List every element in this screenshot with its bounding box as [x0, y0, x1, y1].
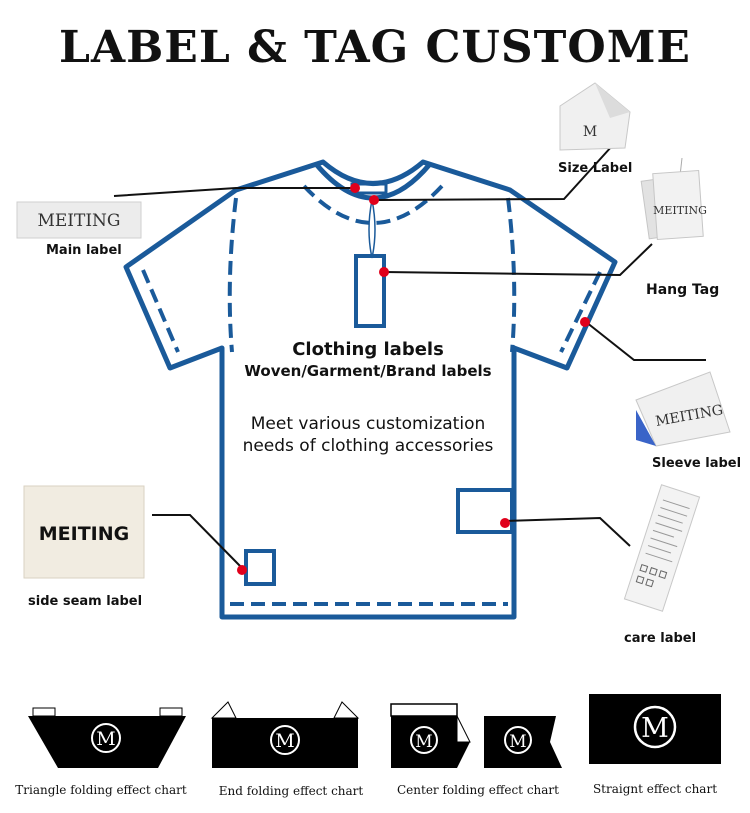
- hang-tag-caption: Hang Tag: [646, 282, 720, 298]
- leader-side-seam: [152, 514, 243, 569]
- size-label-caption: Size Label: [558, 161, 633, 176]
- right-sleeve-stitch: [559, 271, 602, 353]
- hang-tag-brand: MEITING: [653, 204, 707, 217]
- collar-stitch: [302, 184, 444, 225]
- end-fold-logo: M: [275, 730, 294, 752]
- side-seam-brand: MEITING: [39, 523, 129, 545]
- page-title: LABEL & TAG CUSTOME: [59, 22, 691, 73]
- side-seam-sample: MEITING: [23, 485, 145, 579]
- center-desc-line2: needs of clothing accessories: [242, 436, 494, 456]
- center-fold-logo1: M: [415, 732, 432, 752]
- size-label-letter: M: [583, 124, 597, 140]
- care-label-caption: care label: [624, 631, 697, 646]
- right-armhole-stitch: [506, 197, 517, 353]
- end-fold-chart: M: [210, 701, 360, 768]
- end-fold-caption: End folding effect chart: [218, 784, 364, 798]
- side-seam-caption: side seam label: [28, 594, 143, 609]
- center-heading: Clothing labels: [292, 339, 444, 360]
- triangle-fold-logo-circle: [91, 723, 121, 753]
- main-label-brand: MEITING: [37, 211, 120, 231]
- size-label-sample: M: [559, 82, 631, 151]
- end-fold-logo-circle: [270, 725, 300, 755]
- straight-logo-circle: [633, 705, 677, 749]
- center-fold-logo2-circle: [504, 726, 532, 754]
- sleeve-label-sample: MEITING: [635, 371, 731, 447]
- main-label-sample: MEITING: [16, 201, 142, 239]
- marker-main-label: [350, 183, 360, 193]
- left-armhole-stitch: [227, 197, 238, 353]
- leader-sleeve-label: [585, 321, 706, 361]
- triangle-fold-logo: M: [96, 728, 115, 750]
- straight-logo: M: [641, 713, 669, 744]
- leader-main-label: [113, 187, 354, 197]
- care-label-rect: [456, 488, 514, 534]
- center-fold-caption: Center folding effect chart: [397, 783, 559, 797]
- straight-caption: Straignt effect chart: [592, 782, 718, 796]
- center-desc-line1: Meet various customization: [250, 414, 486, 434]
- leader-size-label: [373, 145, 613, 201]
- care-label-sample: [623, 484, 701, 612]
- leader-hang-tag: [383, 243, 653, 277]
- marker-size-label: [369, 195, 379, 205]
- hang-tag-rect: [354, 254, 386, 328]
- main-label-caption: Main label: [46, 243, 122, 258]
- left-sleeve-stitch: [141, 269, 180, 353]
- marker-side-seam: [237, 565, 247, 575]
- side-seam-rect: [244, 549, 276, 586]
- tshirt-diagram: MEITING M MEITING MEITING MEITING: [16, 82, 731, 620]
- center-fold-chart: M M: [390, 703, 562, 768]
- hang-tag-thread: [368, 199, 376, 259]
- leader-care-label: [504, 516, 631, 547]
- marker-care-label: [500, 518, 510, 528]
- tshirt-outline: [123, 159, 618, 620]
- center-subheading: Woven/Garment/Brand labels: [244, 362, 492, 380]
- folding-charts: M M M M M: [28, 694, 721, 768]
- center-fold-logo1-circle: [410, 726, 438, 754]
- triangle-fold-chart: M: [28, 707, 186, 768]
- triangle-fold-caption: Triangle folding effect chart: [15, 783, 187, 797]
- hang-tag-sample: MEITING: [640, 157, 707, 241]
- center-fold-logo2: M: [509, 732, 526, 752]
- sleeve-label-caption: Sleeve label: [652, 456, 742, 471]
- straight-chart: M: [589, 694, 721, 764]
- marker-hang-tag: [379, 267, 389, 277]
- marker-sleeve-label: [580, 317, 590, 327]
